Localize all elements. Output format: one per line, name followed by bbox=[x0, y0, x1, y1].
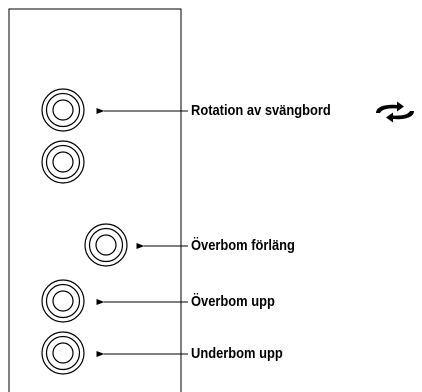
label-rotation: Rotation av svängbord bbox=[191, 102, 331, 119]
knob-upper-boom-up[interactable] bbox=[41, 279, 85, 323]
label-lower-boom-up: Underbom upp bbox=[191, 345, 283, 362]
panel-outline bbox=[8, 8, 182, 392]
label-upper-boom-up: Överbom upp bbox=[191, 293, 275, 310]
rotation-arrows-icon bbox=[376, 101, 414, 123]
knob-rotation-2[interactable] bbox=[41, 140, 85, 184]
knob-lower-boom-up[interactable] bbox=[41, 331, 85, 375]
label-upper-boom-extend: Överbom förläng bbox=[191, 237, 295, 254]
knob-upper-boom-extend[interactable] bbox=[84, 223, 128, 267]
knob-rotation-1[interactable] bbox=[41, 88, 85, 132]
